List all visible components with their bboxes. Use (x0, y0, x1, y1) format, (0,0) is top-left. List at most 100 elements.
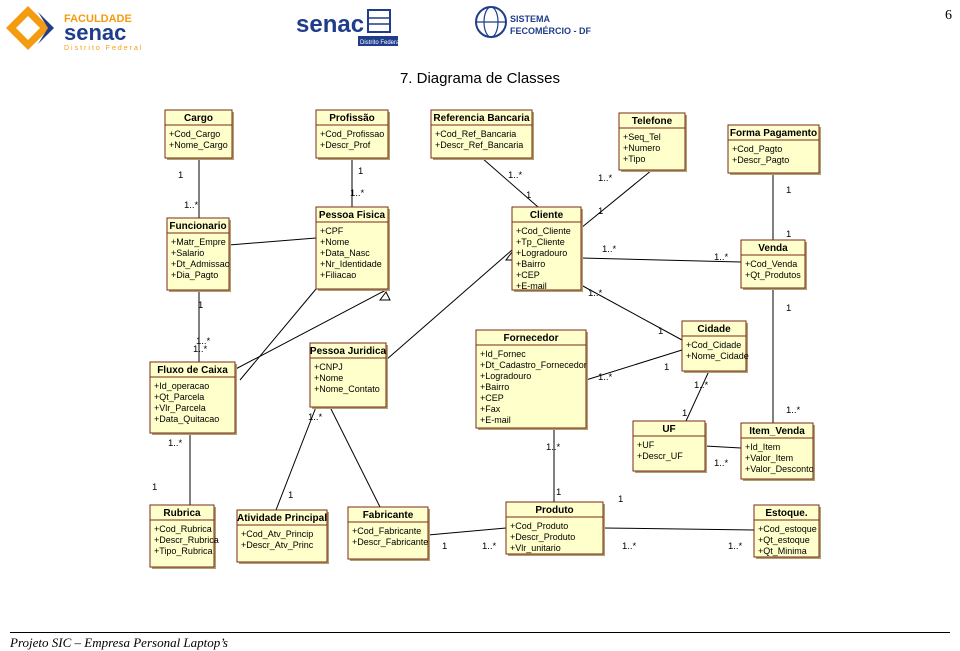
multiplicity-label: 1..* (168, 438, 183, 449)
class-attribute: +Tp_Cliente (516, 237, 565, 247)
class-uf: UF+UF+Descr_UF (632, 420, 707, 473)
class-box (740, 239, 806, 289)
multiplicity-label: 1 (618, 494, 623, 505)
class-name: Item_Venda (749, 426, 805, 437)
multiplicity-label: 1..* (694, 380, 709, 391)
multiplicity-label: 1..* (482, 541, 497, 552)
multiplicity-label: 1..* (546, 442, 561, 453)
class-estoque: Estoque.+Cod_estoque+Qt_estoque+Qt_Minim… (753, 504, 821, 559)
class-attribute: +Descr_Fabricante (352, 537, 428, 547)
class-funcionario: Funcionario+Matr_Empre+Salario+Dt_Admiss… (166, 217, 231, 292)
association-line (228, 237, 317, 246)
footer-divider (10, 632, 950, 633)
class-attribute: +Cod_Venda (745, 259, 797, 269)
multiplicity-label: 1..* (508, 170, 523, 181)
class-box (430, 109, 533, 159)
multiplicity-label: 1 (786, 229, 791, 240)
class-box (727, 124, 820, 174)
class-name: Rubrica (163, 508, 201, 519)
class-attribute: +Nome (320, 237, 349, 247)
footer-text: Projeto SIC – Empresa Personal Laptop’s (10, 635, 228, 650)
class-name: Cargo (184, 113, 213, 124)
class-box (475, 329, 587, 429)
class-attribute: +Valor_Item (745, 453, 793, 463)
class-attribute: +CEP (480, 393, 504, 403)
class-attribute: +Qt_Parcela (154, 392, 204, 402)
faculdade-distrito: Distrito Federal (64, 45, 143, 52)
class-box (632, 420, 706, 472)
association-line (685, 370, 710, 422)
multiplicity-label: 1..* (786, 405, 801, 416)
class-attribute: +Numero (623, 143, 660, 153)
class-attribute: +Descr_Pagto (732, 155, 789, 165)
class-name: Referencia Bancaria (433, 113, 530, 124)
class-pjuridica: Pessoa Juridica+CNPJ+Nome+Nome_Contato (309, 342, 388, 409)
class-name: Profissão (329, 113, 375, 124)
generalization-arrow (379, 291, 391, 301)
association-line (481, 157, 539, 208)
page-title: 7. Diagrama de Classes (399, 70, 561, 87)
multiplicity-label: 1..* (193, 344, 208, 355)
multiplicity-label: 1..* (598, 173, 613, 184)
class-name: Venda (758, 243, 788, 254)
class-name: Cidade (697, 324, 731, 335)
class-attribute: +CNPJ (314, 362, 343, 372)
class-attribute: +Descr_UF (637, 451, 683, 461)
association-line (275, 406, 317, 511)
class-name: Fabricante (363, 510, 414, 521)
sistema-fecomercio-logo: SISTEMA FECOMÉRCIO - DF (474, 4, 594, 44)
class-name: Pessoa Fisica (319, 210, 386, 221)
class-attribute: +Cod_estoque (758, 524, 817, 534)
multiplicity-label: 1 (358, 166, 363, 177)
class-box (511, 206, 582, 291)
class-attribute: +Cod_Fabricante (352, 526, 421, 536)
class-fluxo: Fluxo de Caixa+Id_operacao+Qt_Parcela+Vl… (149, 361, 237, 435)
multiplicity-label: 1..* (622, 541, 637, 552)
class-fornecedor: Fornecedor+Id_Fornec+Dt_Cadastro_Fornece… (475, 329, 588, 430)
class-name: Pessoa Juridica (310, 346, 387, 357)
association-line (239, 288, 317, 381)
class-attribute: +Descr_Ref_Bancaria (435, 140, 523, 150)
class-attribute: +Salario (171, 248, 204, 258)
class-attribute: +Dt_Cadastro_Fornecedor (480, 360, 587, 370)
class-attribute: +Bairro (480, 382, 509, 392)
class-attribute: +Fax (480, 404, 501, 414)
class-attribute: +Vlr_Parcela (154, 403, 206, 413)
faculdade-senac-word: senac (64, 20, 126, 45)
class-atividade: Atividade Principal+Cod_Atv_Princip+Desc… (236, 509, 329, 564)
class-attribute: +Dt_Admissao (171, 259, 230, 269)
class-attribute: +Bairro (516, 259, 545, 269)
class-box (681, 320, 747, 372)
class-name: Cliente (530, 210, 564, 221)
class-box (618, 112, 686, 171)
class-attribute: +Id_operacao (154, 381, 209, 391)
senac-distrito: Distrito Federal (360, 40, 401, 46)
class-attribute: +Cod_Cliente (516, 226, 571, 236)
class-box (149, 504, 215, 568)
class-attribute: +Cod_Pagto (732, 144, 782, 154)
class-attribute: +Descr_Prof (320, 140, 371, 150)
senac-df-logo: senac Distrito Federal (296, 4, 406, 48)
multiplicity-label: 1..* (196, 336, 211, 347)
class-produto: Produto+Cod_Produto+Descr_Produto+Vlr_un… (505, 501, 605, 556)
class-box (315, 109, 389, 159)
class-boxes: Cargo+Cod_Cargo+Nome_CargoProfissão+Cod_… (149, 109, 821, 569)
multiplicity-label: 1 (198, 300, 203, 311)
class-attribute: +Tipo_Rubrica (154, 546, 212, 556)
class-attribute: +Cod_Rubrica (154, 524, 212, 534)
class-pfisica: Pessoa Fisica+CPF+Nome+Data_Nasc+Nr_Iden… (315, 206, 390, 291)
faculdade-senac-logo: FACULDADE senac Distrito Federal (2, 2, 152, 54)
multiplicity-label: 1 (178, 170, 183, 181)
class-refbancaria: Referencia Bancaria +Cod_Ref_Bancaria+Des… (430, 109, 534, 160)
class-attribute: +Cod_Profissao (320, 129, 384, 139)
class-attribute: +Cod_Ref_Bancaria (435, 129, 516, 139)
class-attribute: +Cod_Atv_Princip (241, 529, 313, 539)
association-line (580, 257, 742, 263)
class-attribute: +Logradouro (516, 248, 567, 258)
sistema-label: SISTEMA (510, 14, 551, 24)
class-box (309, 342, 387, 408)
class-attribute: +Cod_Produto (510, 521, 568, 531)
multiplicity-label: 1..* (602, 244, 617, 255)
class-attribute: +Id_Fornec (480, 349, 526, 359)
class-attribute: +Filiacao (320, 270, 356, 280)
